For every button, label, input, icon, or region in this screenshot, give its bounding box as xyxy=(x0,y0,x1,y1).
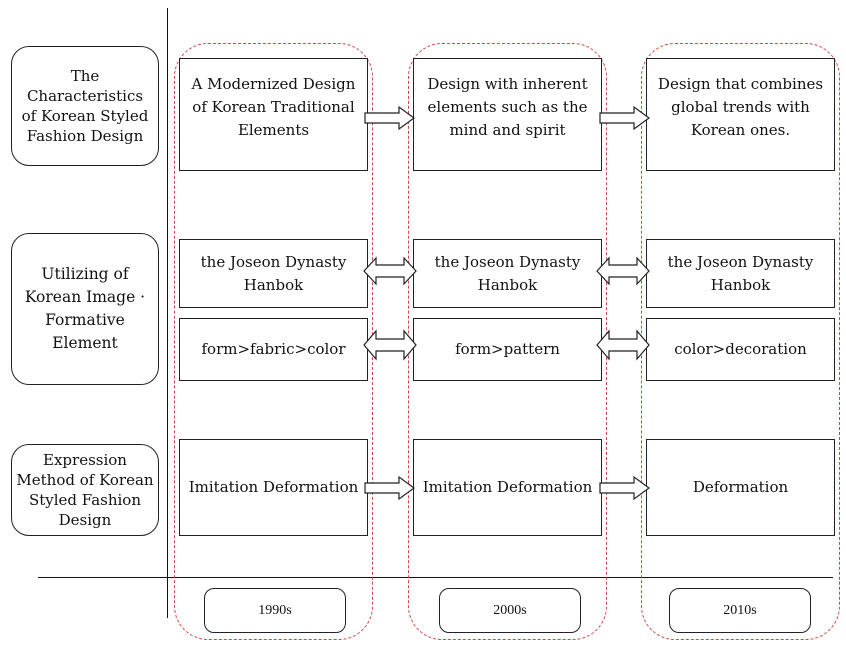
hanbok-cell-2000s: the Joseon Dynasty Hanbok xyxy=(413,239,602,308)
year-label-2010s: 2010s xyxy=(669,588,811,633)
right-arrow-icon xyxy=(364,475,416,501)
elements-cell-2010s: color>decoration xyxy=(646,318,835,381)
row-label-utilizing: Utilizing of Korean Image · Formative El… xyxy=(11,233,159,385)
right-arrow-icon xyxy=(599,105,651,131)
right-arrow-icon xyxy=(364,105,416,131)
year-label-1990s: 1990s xyxy=(204,588,346,633)
hanbok-cell-2010s: the Joseon Dynasty Hanbok xyxy=(646,239,835,308)
elements-cell-1990s: form>fabric>color xyxy=(179,318,368,381)
year-label-2000s: 2000s xyxy=(439,588,581,633)
elements-cell-2000s: form>pattern xyxy=(413,318,602,381)
hanbok-cell-1990s: the Joseon Dynasty Hanbok xyxy=(179,239,368,308)
row-label-characteristics: The Characteristics of Korean Styled Fas… xyxy=(11,46,159,166)
row-label-expression: Expression Method of Korean Styled Fashi… xyxy=(11,444,159,536)
vertical-divider xyxy=(167,8,168,618)
double-arrow-icon xyxy=(596,329,650,361)
characteristics-cell-2000s: Design with inherent elements such as th… xyxy=(413,58,602,171)
double-arrow-icon xyxy=(363,256,417,286)
method-cell-2010s: Deformation xyxy=(646,439,835,536)
characteristics-cell-2010s: Design that combines global trends with … xyxy=(646,58,835,171)
method-cell-1990s: Imitation Deformation xyxy=(179,439,368,536)
right-arrow-icon xyxy=(599,475,651,501)
double-arrow-icon xyxy=(596,256,650,286)
method-cell-2000s: Imitation Deformation xyxy=(413,439,602,536)
characteristics-cell-1990s: A Modernized Design of Korean Traditiona… xyxy=(179,58,368,171)
horizontal-divider xyxy=(38,577,833,578)
double-arrow-icon xyxy=(363,329,417,361)
